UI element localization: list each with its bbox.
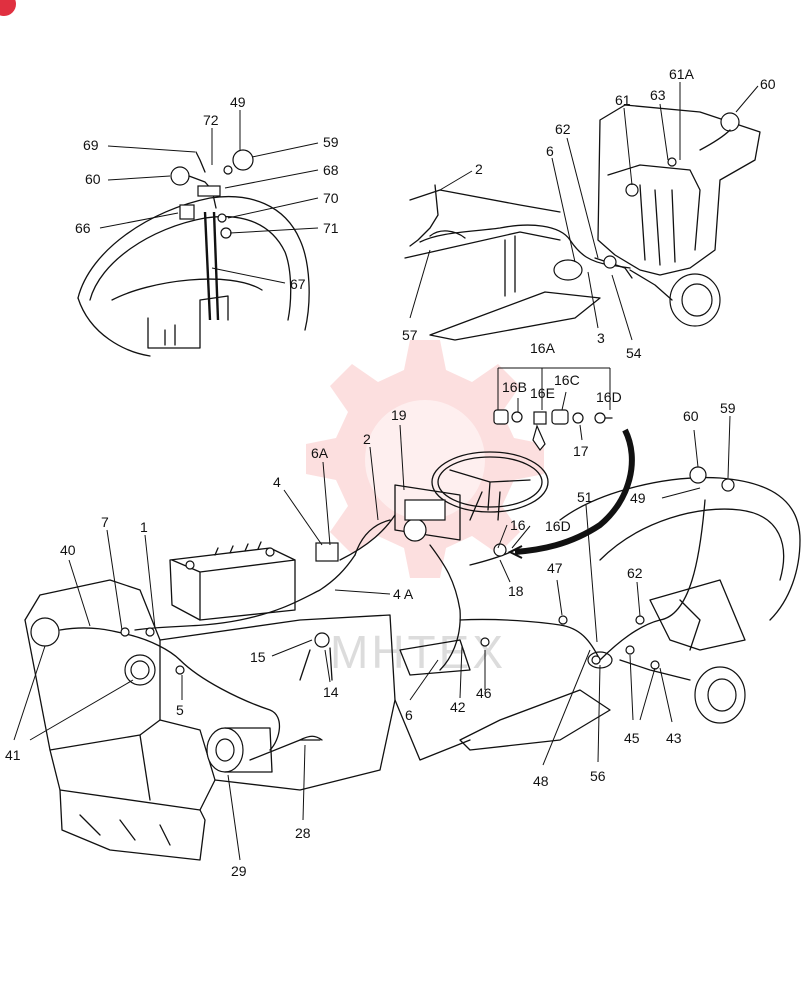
fender-detail-right — [404, 104, 761, 341]
label-16: 16 — [510, 517, 526, 533]
tractor-main — [24, 428, 801, 861]
label-62-main: 62 — [627, 565, 643, 581]
label-46: 46 — [476, 685, 492, 701]
label-6A: 6A — [311, 445, 329, 461]
label-72: 72 — [203, 112, 219, 128]
label-16D-top: 16D — [596, 389, 622, 405]
label-16A: 16A — [530, 340, 556, 356]
label-48: 48 — [533, 773, 549, 789]
label-54: 54 — [626, 345, 642, 361]
label-59-main: 59 — [720, 400, 736, 416]
label-61: 61 — [615, 92, 631, 108]
label-56: 56 — [590, 768, 606, 784]
label-60-main: 60 — [683, 408, 699, 424]
fender-detail-left — [77, 149, 310, 357]
label-4A: 4 A — [393, 586, 414, 602]
label-60-top: 60 — [760, 76, 776, 92]
part-labels: 49 72 69 59 60 68 70 66 71 67 2 6 62 61 … — [5, 66, 776, 879]
corner-badge — [0, 0, 16, 16]
label-61A: 61A — [669, 66, 695, 82]
label-14: 14 — [323, 684, 339, 700]
label-62-top: 62 — [555, 121, 571, 137]
label-43: 43 — [666, 730, 682, 746]
watermark-text: MHTEX — [330, 626, 506, 678]
label-19: 19 — [391, 407, 407, 423]
label-6-main: 6 — [405, 707, 413, 723]
label-18: 18 — [508, 583, 524, 599]
label-63: 63 — [650, 87, 666, 103]
label-17: 17 — [573, 443, 589, 459]
label-66: 66 — [75, 220, 91, 236]
label-67: 67 — [290, 276, 306, 292]
watermark-gear — [306, 340, 544, 578]
label-16C: 16C — [554, 372, 580, 388]
label-2-top: 2 — [475, 161, 483, 177]
label-60: 60 — [85, 171, 101, 187]
label-4: 4 — [273, 474, 281, 490]
label-29: 29 — [231, 863, 247, 879]
label-6-top: 6 — [546, 143, 554, 159]
label-69: 69 — [83, 137, 99, 153]
label-70: 70 — [323, 190, 339, 206]
label-2-main: 2 — [363, 431, 371, 447]
label-49-main: 49 — [630, 490, 646, 506]
label-7: 7 — [101, 514, 109, 530]
leader-lines — [13, 82, 759, 861]
label-57: 57 — [402, 327, 418, 343]
label-42: 42 — [450, 699, 466, 715]
label-3: 3 — [597, 330, 605, 346]
label-16B: 16B — [502, 379, 527, 395]
label-15: 15 — [250, 649, 266, 665]
label-45: 45 — [624, 730, 640, 746]
label-59: 59 — [323, 134, 339, 150]
label-51: 51 — [577, 489, 593, 505]
fuse-parts — [493, 409, 613, 451]
label-41: 41 — [5, 747, 21, 763]
label-28: 28 — [295, 825, 311, 841]
label-47: 47 — [547, 560, 563, 576]
label-5: 5 — [176, 702, 184, 718]
label-1: 1 — [140, 519, 148, 535]
label-71: 71 — [323, 220, 339, 236]
label-16D-main: 16D — [545, 518, 571, 534]
label-16E: 16E — [530, 385, 555, 401]
label-40: 40 — [60, 542, 76, 558]
label-49: 49 — [230, 94, 246, 110]
label-68: 68 — [323, 162, 339, 178]
